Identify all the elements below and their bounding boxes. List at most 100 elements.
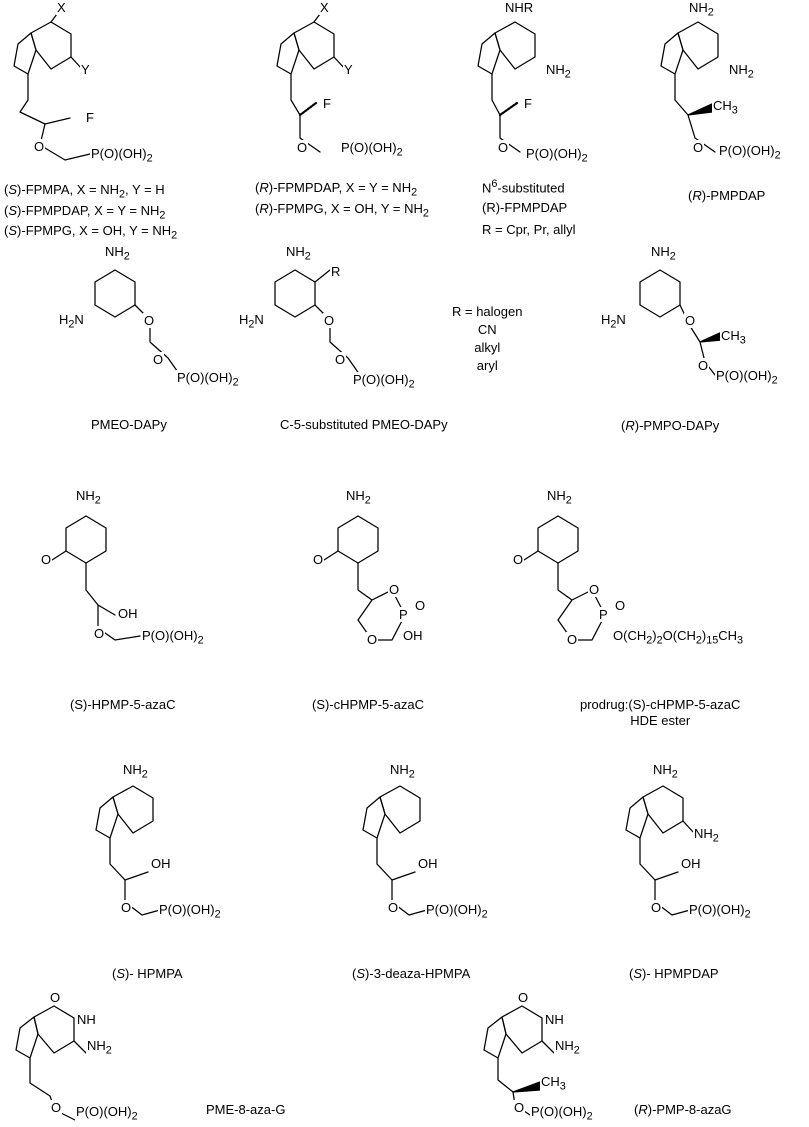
s8-atom-nh2: NH2 [75,488,102,509]
s15-bonds [483,1005,555,1116]
s13-caption: (S)- HPMPDAP [629,966,719,981]
s5-atom-h2n: H2N [58,312,85,333]
s2-atom-p: P(O)(OH)2 [340,140,404,161]
s1-atom-x: X [56,0,67,15]
s3-caption-line: R = Cpr, Pr, allyl [482,222,576,238]
s13-atom-p: P(O)(OH)2 [688,902,752,923]
s2-caption-line: (R)-FPMPDAP, X = Y = NH2 [255,180,418,199]
s6-caption: C-5-substituted PMEO-DAPy [280,417,448,432]
s2-caption: (R)-FPMPDAP, X = Y = NH2 (R)-FPMPG, X = … [255,180,429,221]
s4-atom-o: O [692,140,705,155]
s9-atom-poh: OH [402,628,424,643]
s15-atom-nh2: NH2 [554,1038,581,1059]
s7-atom-h2n: H2N [600,312,627,333]
s15-atom-ch3: CH3 [540,1074,567,1095]
s10-atom-ring-o1: O [588,582,601,597]
s3-atom-nhr: NHR [504,0,535,15]
s8-bonds [51,515,141,641]
s10-caption: prodrug:(S)-cHPMP-5-azaC HDE ester [580,697,740,729]
s9-atom-ring-o2: O [366,632,379,647]
s11-atom-o: O [120,900,133,915]
s13-atom-o: O [650,900,663,915]
s8-atom-carbonyl-o: O [40,552,53,567]
s2-atom-y: Y [343,62,354,77]
s12-atom-p: P(O)(OH)2 [425,902,489,923]
s6-r-list-item: alkyl [474,340,501,355]
s10-atom-carbonyl-o: O [512,552,525,567]
s6-r-list-item: aryl [476,358,498,373]
s3-atom-f: F [523,96,533,111]
s13-bonds [625,785,695,916]
s3-caption-line: N6-substituted [482,178,565,196]
s7-atom-o1: O [684,313,697,328]
s13-atom-nh2-top: NH2 [652,762,679,783]
s6-atom-o1: O [323,313,336,328]
s6-atom-r: R [330,264,342,279]
s6-bonds [274,269,363,379]
s10-atom-ester-chain: O(CH2)2O(CH2)15CH3 [612,628,745,649]
s7-atom-nh2-top: NH2 [650,244,677,265]
s10-atom-po: O [614,598,627,613]
s10-atom-nh2: NH2 [546,488,573,509]
s14-atom-o: O [50,1100,63,1115]
s15-atom-nh: NH [544,1012,565,1027]
s4-atom-nh2-side: NH2 [728,62,755,83]
s3-caption: N6-substituted (R)-FPMPDAP R = Cpr, Pr, … [482,176,576,238]
s4-caption: (R)-PMPDAP [688,188,766,203]
s10-caption-line: prodrug:(S)-cHPMP-5-azaC [580,697,741,712]
s2-bonds [276,9,346,153]
s8-atom-oh: OH [117,606,139,621]
s7-atom-p: P(O)(OH)2 [715,368,779,389]
s5-caption: PMEO-DAPy [91,417,167,432]
s9-atom-p: P [398,607,409,622]
s12-bonds [362,785,428,916]
s5-atom-o1: O [143,313,156,328]
s12-atom-oh: OH [417,856,439,871]
s6-atom-nh2-top: NH2 [285,244,312,265]
s4-atom-p: P(O)(OH)2 [718,143,782,164]
s3-atom-nh2: NH2 [545,62,572,83]
s3-bonds [477,21,536,153]
s14-atom-p: P(O)(OH)2 [75,1104,139,1125]
s9-atom-ring-o1: O [388,582,401,597]
s1-atom-o: O [33,139,46,154]
s1-caption-line: (S)-FPMPG, X = OH, Y = NH2 [4,223,178,242]
s12-atom-nh2: NH2 [389,762,416,783]
s15-atom-o: O [513,1100,526,1115]
s8-atom-p: P(O)(OH)2 [141,628,205,649]
s8-atom-o: O [93,626,106,641]
s2-atom-x: X [319,0,330,15]
s5-bonds [94,269,181,376]
s11-atom-p: P(O)(OH)2 [158,902,222,923]
s9-atom-po: O [414,598,427,613]
s2-atom-o: O [296,140,309,155]
s11-caption: (S)- HPMPA [112,966,183,981]
s10-atom-ring-o2: O [566,632,579,647]
s15-atom-carbonyl-o: O [517,990,530,1005]
s5-atom-nh2-top: NH2 [104,244,131,265]
s6-atom-p: P(O)(OH)2 [352,372,416,393]
s1-atom-f: F [85,110,95,125]
s7-atom-ch3: CH3 [720,328,747,349]
s1-caption: (S)-FPMPA, X = NH2, Y = H (S)-FPMPDAP, X… [4,182,177,244]
s2-caption-line: (R)-FPMPG, X = OH, Y = NH2 [255,200,429,220]
s10-caption-line: HDE ester [630,713,691,728]
s9-bonds [323,515,406,641]
s14-atom-nh: NH [76,1012,97,1027]
s1-atom-p: P(O)(OH)2 [90,146,154,167]
s10-bonds [523,515,606,641]
s3-atom-o: O [497,140,510,155]
s1-caption-line: (S)-FPMPA, X = NH2, Y = H [4,182,165,201]
s15-atom-p: P(O)(OH)2 [530,1104,594,1125]
s7-caption: (R)-PMPO-DAPy [621,418,720,433]
s2-atom-f: F [322,96,332,111]
s11-bonds [95,785,161,916]
s12-atom-o: O [387,900,400,915]
s7-atom-o2: O [697,358,710,373]
s1-atom-y: Y [80,62,91,77]
s12-caption: (S)-3-deaza-HPMPA [352,966,471,981]
s9-caption: (S)-cHPMP-5-azaC [312,697,424,712]
s9-atom-nh2: NH2 [345,488,372,509]
s6-r-list-item: R = halogen [452,304,523,319]
